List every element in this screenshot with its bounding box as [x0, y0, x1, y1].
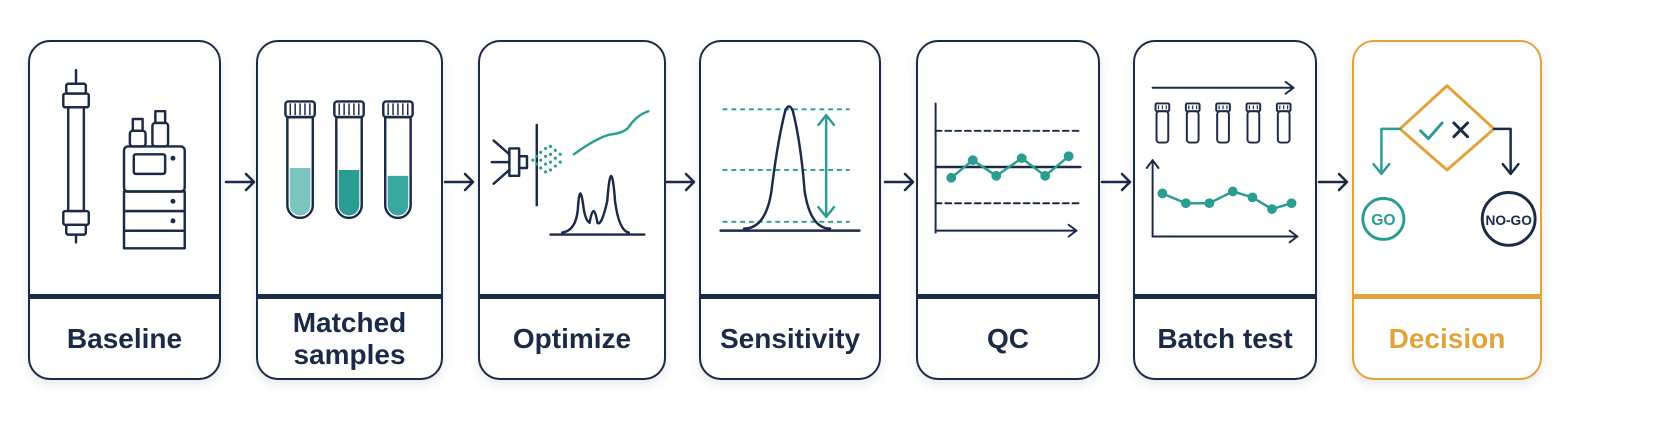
- no-go-label: NO-GO: [1485, 213, 1532, 228]
- peak-height-icon: [719, 105, 861, 232]
- arrow-right-icon: [664, 172, 696, 192]
- card-divider: [258, 294, 441, 299]
- step-optimize: Optimize: [478, 40, 666, 380]
- column-instrument-icon: [62, 68, 186, 250]
- step-label: Sensitivity: [719, 322, 861, 354]
- control-chart-icon: [934, 102, 1082, 238]
- step-label: Baseline: [66, 322, 183, 354]
- step-label: Matched samples: [258, 299, 441, 378]
- card-divider: [1354, 294, 1540, 299]
- step-label: Batch test: [1157, 322, 1293, 354]
- step-baseline: Baseline: [28, 40, 221, 380]
- vials-icon: [284, 100, 414, 220]
- arrow-right-icon: [443, 172, 475, 192]
- spray-chromatogram-icon: [490, 110, 650, 236]
- arrow-right-icon: [883, 172, 915, 192]
- step-decision: GO NO-GO Decision: [1352, 40, 1542, 380]
- step-qc: QC: [916, 40, 1100, 380]
- step-batch-test: Batch test: [1133, 40, 1317, 380]
- card-divider: [30, 294, 219, 299]
- step-label-text: Matched samples: [292, 306, 407, 370]
- card-divider: [1135, 294, 1315, 299]
- arrow-right-icon: [1317, 172, 1349, 192]
- step-sensitivity: Sensitivity: [699, 40, 881, 380]
- batch-trend-icon: [1145, 80, 1299, 244]
- step-label: QC: [987, 322, 1029, 354]
- step-label: Decision: [1388, 322, 1506, 354]
- step-label: Optimize: [512, 322, 632, 354]
- arrow-right-icon: [1100, 172, 1132, 192]
- go-label: GO: [1371, 212, 1395, 229]
- card-divider: [918, 294, 1098, 299]
- arrow-right-icon: [224, 172, 256, 192]
- decision-diamond-icon: GO NO-GO: [1361, 84, 1537, 247]
- card-divider: [701, 294, 879, 299]
- card-divider: [480, 294, 664, 299]
- step-matched-samples: Matched samples: [256, 40, 443, 380]
